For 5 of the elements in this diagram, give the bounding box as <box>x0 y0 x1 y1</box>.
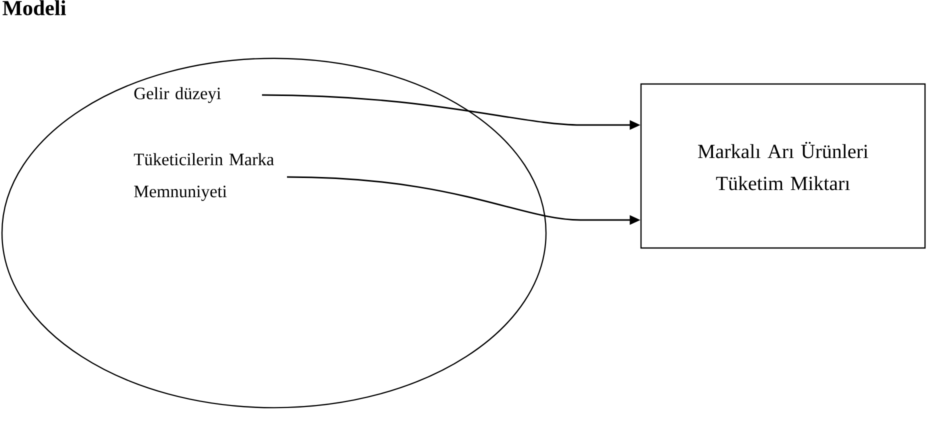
ellipse-outline <box>1 58 547 408</box>
outcome-box: Markalı Arı Ürünleri Tüketim Miktarı <box>640 83 926 249</box>
factor-label: Tüketicilerin Marka Memnuniyeti <box>134 153 274 201</box>
factor-label: Gelir düzeyi <box>134 87 221 103</box>
title: Modeli <box>2 0 66 16</box>
